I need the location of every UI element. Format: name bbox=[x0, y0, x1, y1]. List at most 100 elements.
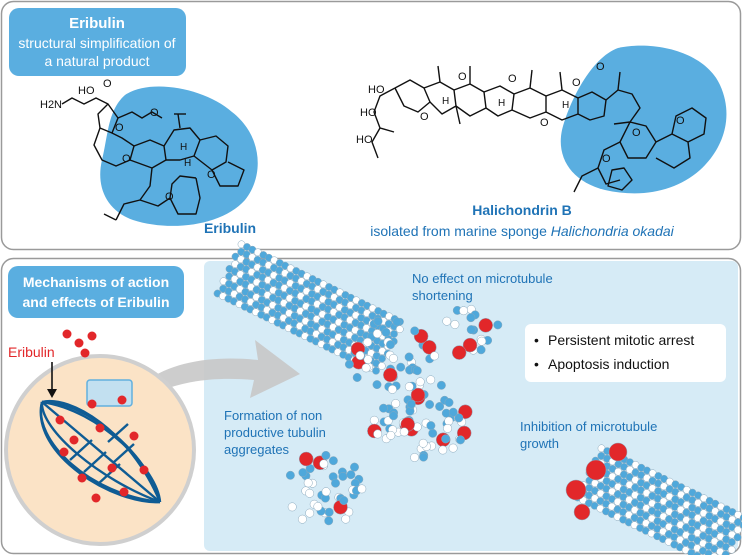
inhibition-label-line-1: Inhibition of microtubule bbox=[520, 419, 657, 434]
eribulin-atom-o-2: O bbox=[115, 122, 124, 134]
tubulin-aggregate-particle bbox=[386, 430, 396, 440]
no-effect-label-line-2: shortening bbox=[412, 288, 473, 303]
halichondrin-atom-o-6: O bbox=[596, 61, 605, 73]
tubulin-aggregate-particle bbox=[456, 435, 465, 445]
tubulin-aggregate-particle bbox=[412, 366, 422, 376]
eribulin-label: Eribulin bbox=[204, 220, 256, 236]
mechanisms-badge-line-1: Mechanisms of action bbox=[23, 274, 169, 290]
halichondrin-caption-prefix: isolated from marine sponge bbox=[370, 223, 551, 239]
effects-bullet-2: • bbox=[534, 356, 539, 372]
tubulin-aggregate-particle bbox=[441, 434, 451, 444]
tubulin-aggregate-particle bbox=[444, 416, 454, 426]
tubulin-aggregate-particle bbox=[426, 421, 436, 431]
tubulin-aggregate-particle bbox=[404, 352, 414, 362]
tubulin-aggregate-particle bbox=[426, 375, 436, 385]
halichondrin-atom-o-7: O bbox=[632, 127, 641, 139]
tubulin-aggregate-particle bbox=[450, 320, 460, 329]
tubulin-aggregate-particle bbox=[372, 329, 382, 339]
eribulin-atom-o-1: O bbox=[103, 78, 112, 90]
halichondrin-atom-o-2: O bbox=[458, 71, 467, 83]
tubulin-aggregate-particle bbox=[341, 514, 351, 524]
eribulin-bound-cap bbox=[565, 479, 587, 501]
tubulin-aggregate-particle bbox=[328, 456, 338, 466]
halichondrin-atom-ho-2: HO bbox=[360, 107, 377, 119]
tubulin-aggregate-particle bbox=[344, 359, 354, 369]
tubulin-aggregate-particle bbox=[406, 399, 416, 409]
tubulin-aggregate-particle bbox=[399, 427, 409, 437]
eribulin-atom-h-1: H bbox=[180, 142, 187, 153]
tubulin-aggregate-particle bbox=[462, 337, 478, 353]
tubulin-subunit bbox=[710, 552, 718, 555]
tubulin-aggregate-particle bbox=[410, 387, 426, 403]
halichondrin-caption-species: Halichondria okadai bbox=[551, 223, 675, 239]
tubulin-aggregate-particle bbox=[303, 478, 313, 488]
tubulin-aggregate-particle bbox=[419, 452, 428, 462]
tubulin-aggregate-particle bbox=[466, 313, 476, 323]
tubulin-aggregate-particle bbox=[357, 484, 367, 494]
tubulin-aggregate-particle bbox=[285, 470, 295, 480]
tubulin-aggregate-particle bbox=[435, 402, 445, 411]
tubulin-aggregate-particle bbox=[373, 429, 383, 439]
tubulin-aggregate-particle bbox=[305, 488, 315, 498]
effects-box bbox=[525, 324, 726, 382]
halichondrin-atom-o-1: O bbox=[420, 111, 429, 123]
formation-label-line-3: aggregates bbox=[224, 442, 290, 457]
tubulin-aggregate-particle bbox=[363, 354, 373, 364]
tubulin-aggregate-particle bbox=[298, 451, 314, 467]
tubulin-aggregate-particle bbox=[373, 316, 383, 326]
tubulin-aggregate-particle bbox=[379, 403, 388, 413]
tubulin-aggregate-particle bbox=[396, 362, 406, 372]
eribulin-atom-ho: HO bbox=[78, 85, 95, 97]
eribulin-badge-title: Eribulin bbox=[69, 15, 125, 32]
tubulin-aggregate-particle bbox=[459, 306, 469, 316]
tubulin-aggregate-particle bbox=[287, 502, 297, 512]
eribulin-atom-o-5: O bbox=[207, 169, 216, 181]
effects-item-2: Apoptosis induction bbox=[548, 356, 669, 372]
tubulin-aggregate-particle bbox=[478, 318, 493, 333]
tubulin-aggregate-particle bbox=[338, 471, 348, 481]
tubulin-aggregate-particle bbox=[448, 443, 458, 453]
tubulin-aggregate-particle bbox=[387, 384, 397, 394]
tubulin-aggregate-particle bbox=[451, 345, 467, 360]
zoom-arrow-icon bbox=[132, 340, 300, 402]
halichondrin-atom-o-3: O bbox=[508, 73, 517, 85]
halichondrin-atom-o-5: O bbox=[572, 77, 581, 89]
effects-bullet-1: • bbox=[534, 332, 539, 348]
tubulin-aggregates bbox=[285, 304, 503, 526]
eribulin-badge bbox=[9, 8, 186, 76]
eribulin-drug-label: Eribulin bbox=[8, 344, 55, 360]
tubulin-aggregate-particle bbox=[422, 340, 437, 355]
formation-label-line-1: Formation of non bbox=[224, 408, 322, 423]
tubulin-aggregate-particle bbox=[391, 399, 401, 408]
tubulin-subunit bbox=[693, 551, 701, 555]
tubulin-aggregate-particle bbox=[386, 340, 395, 350]
tubulin-aggregate-particle bbox=[331, 478, 340, 488]
halichondrin-atom-o-9: O bbox=[602, 153, 611, 165]
halichondrin-atom-ho-3: HO bbox=[356, 134, 373, 146]
tubulin-aggregate-particle bbox=[442, 316, 452, 326]
mechanisms-badge bbox=[8, 266, 184, 318]
tubulin-aggregate-particle bbox=[361, 363, 371, 373]
tubulin-aggregate-particle bbox=[438, 445, 448, 455]
tubulin-subunit bbox=[704, 549, 713, 555]
tubulin-aggregate-particle bbox=[425, 400, 435, 409]
tubulin-aggregate-particle bbox=[383, 367, 398, 383]
halichondrin-atom-h-3: H bbox=[562, 100, 569, 111]
tubulin-aggregate-particle bbox=[448, 407, 458, 417]
halichondrin-atom-ho-1: HO bbox=[368, 84, 385, 96]
drug-arrow-head bbox=[47, 389, 57, 398]
eribulin-structure: H2N HO O O O O H H O O bbox=[40, 78, 258, 226]
tubulin-aggregate-particle bbox=[389, 411, 398, 421]
eribulin-atom-h-2: H bbox=[184, 158, 191, 169]
tubulin-aggregate-particle bbox=[363, 337, 373, 347]
mitotic-spindle bbox=[39, 399, 162, 504]
tubulin-aggregate-particle bbox=[410, 453, 420, 462]
eribulin-highlight-blob bbox=[100, 86, 258, 226]
eribulin-atom-o-3: O bbox=[150, 107, 159, 119]
tubulin-subunit bbox=[378, 354, 386, 363]
chromosome-dots bbox=[55, 395, 149, 503]
effects-item-1: Persistent mitotic arrest bbox=[548, 332, 694, 348]
tubulin-aggregate-particle bbox=[477, 336, 487, 346]
eribulin-molecule-dots bbox=[62, 329, 97, 358]
halichondrin-atom-o-4: O bbox=[540, 117, 549, 129]
